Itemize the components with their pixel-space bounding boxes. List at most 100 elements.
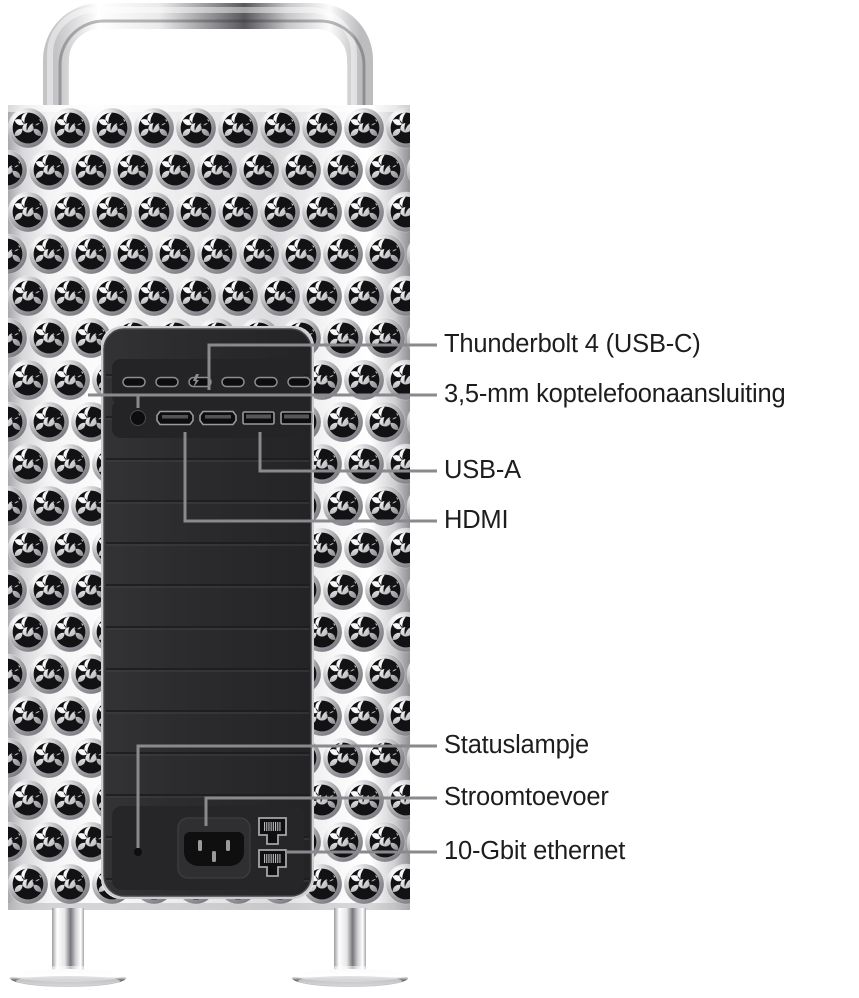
thunderbolt-port — [155, 376, 179, 388]
foot-right — [292, 908, 408, 987]
lattice-cell — [343, 527, 385, 569]
thunderbolt-port — [122, 376, 146, 388]
lattice-cell — [322, 821, 364, 863]
lattice-cell — [343, 779, 385, 821]
lattice-cell — [28, 653, 70, 695]
lattice-cell — [280, 149, 322, 191]
lattice-cell — [385, 107, 410, 149]
lattice-cell — [343, 275, 385, 317]
port-cluster-bottom — [112, 806, 304, 890]
lattice-cell — [343, 191, 385, 233]
lattice-cell — [343, 863, 385, 905]
port-cluster-second — [112, 400, 313, 438]
lattice-cell — [385, 695, 410, 737]
lattice-cell — [8, 275, 49, 317]
lattice-cell — [8, 443, 49, 485]
hdmi-ports — [156, 410, 237, 426]
lattice-cell — [154, 149, 196, 191]
leader-line-hdmi — [183, 432, 437, 523]
foot-left — [10, 908, 126, 987]
lattice-cell — [364, 737, 406, 779]
lattice-cell — [385, 275, 410, 317]
lattice-cell — [91, 107, 133, 149]
lattice-cell — [91, 275, 133, 317]
lattice-cell — [322, 149, 364, 191]
lattice-cell — [49, 611, 91, 653]
lattice-cell — [238, 233, 280, 275]
lattice-cell — [133, 191, 175, 233]
lattice-cell — [175, 107, 217, 149]
callout-leader-lines — [88, 343, 437, 854]
usb-a-ports — [242, 411, 313, 425]
lattice-cell — [322, 401, 364, 443]
lattice-cell — [385, 191, 410, 233]
lattice-cell — [196, 149, 238, 191]
lattice-cell — [259, 275, 301, 317]
lattice-cell — [133, 275, 175, 317]
lattice-cell — [406, 821, 410, 863]
ethernet-ports — [258, 817, 287, 877]
ethernet-port — [258, 849, 287, 877]
lattice-cell — [406, 317, 410, 359]
top-handle — [43, 2, 373, 305]
lattice-cell — [343, 695, 385, 737]
lattice-cell — [322, 317, 364, 359]
lattice-cell — [259, 107, 301, 149]
leader-line-status-light — [136, 744, 437, 848]
lattice-cell — [217, 191, 259, 233]
lattice-cell — [49, 863, 91, 905]
usb-a-port — [242, 411, 275, 425]
lattice-cell — [301, 107, 343, 149]
lattice-cell — [8, 863, 49, 905]
lattice-cell — [70, 149, 112, 191]
lattice-cell — [175, 275, 217, 317]
usb-a-port — [280, 411, 313, 425]
lattice-cell — [8, 527, 49, 569]
lattice-cell — [385, 779, 410, 821]
thunderbolt-port — [221, 376, 245, 388]
lattice-cell — [406, 401, 410, 443]
callout-label-thunderbolt: Thunderbolt 4 (USB-C) — [444, 330, 701, 358]
callout-label-power: Stroomtoevoer — [444, 783, 609, 811]
lattice-cell — [154, 233, 196, 275]
feet — [10, 908, 408, 987]
lattice-cell — [8, 359, 49, 401]
lattice-cell — [175, 191, 217, 233]
lattice-cell — [8, 191, 49, 233]
lattice-cell — [406, 149, 410, 191]
lattice-cell — [301, 191, 343, 233]
lattice-cell — [343, 443, 385, 485]
lattice-cell — [259, 191, 301, 233]
lattice-cell — [364, 569, 406, 611]
lattice-cell — [406, 737, 410, 779]
lattice-cell — [112, 149, 154, 191]
lattice-cell — [8, 695, 49, 737]
leader-line-usb-a — [258, 432, 437, 473]
lattice-cell — [385, 611, 410, 653]
port-cluster-top — [112, 359, 311, 405]
lattice-cell — [364, 653, 406, 695]
lattice-cell — [343, 611, 385, 653]
lattice-cell — [49, 359, 91, 401]
lattice-cell — [322, 233, 364, 275]
lattice-cell — [406, 569, 410, 611]
lattice-cell — [8, 779, 49, 821]
lattice-cell — [385, 527, 410, 569]
lattice-cell — [322, 653, 364, 695]
lattice-cell — [322, 569, 364, 611]
lattice-cell — [364, 401, 406, 443]
hdmi-port — [199, 410, 237, 426]
lattice-cell — [322, 737, 364, 779]
callout-label-status-light: Statuslampje — [444, 731, 590, 759]
lattice-cell — [49, 779, 91, 821]
callout-label-usb-a: USB-A — [444, 456, 521, 484]
lattice-cell — [70, 233, 112, 275]
lattice-cell — [28, 149, 70, 191]
leader-line-thunderbolt — [207, 343, 437, 390]
lattice-cell — [49, 527, 91, 569]
lattice-cell — [28, 317, 70, 359]
callout-label-hdmi: HDMI — [444, 506, 509, 534]
lattice-cell — [280, 233, 322, 275]
